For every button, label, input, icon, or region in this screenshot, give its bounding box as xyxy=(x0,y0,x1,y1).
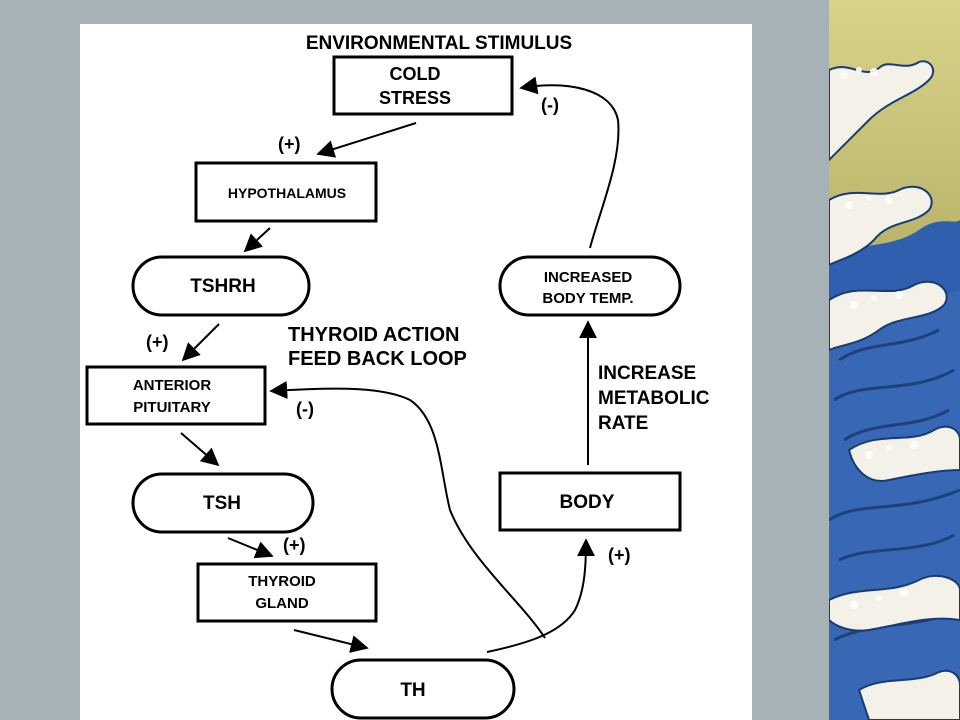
svg-text:FEED BACK LOOP: FEED BACK LOOP xyxy=(288,348,467,370)
node-th: TH xyxy=(330,658,516,720)
arrow-th-to-body xyxy=(486,538,595,653)
arrow-pituitary-to-tsh xyxy=(180,432,220,467)
arrow-tshrh-to-pituitary xyxy=(181,323,220,362)
svg-text:COLD: COLD xyxy=(390,64,441,84)
node-hypothalamus: HYPOTHALAMUS xyxy=(194,161,378,223)
arrow-cold-to-hypothalamus xyxy=(316,122,417,158)
label-plus-th-body: (+) xyxy=(608,545,631,565)
svg-text:TSHRH: TSHRH xyxy=(190,276,255,297)
label-plus-tshrh-pituitary: (+) xyxy=(146,332,169,352)
wave-art-decoration xyxy=(829,0,960,720)
svg-text:HYPOTHALAMUS: HYPOTHALAMUS xyxy=(228,185,346,201)
svg-text:INCREASE: INCREASE xyxy=(598,363,696,384)
svg-text:BODY: BODY xyxy=(560,492,615,513)
environmental-stimulus-title: ENVIRONMENTAL STIMULUS xyxy=(306,33,572,54)
arrow-hypothalamus-to-tshrh xyxy=(243,227,271,253)
svg-text:RATE: RATE xyxy=(598,413,648,434)
node-tsh: TSH xyxy=(131,472,315,534)
node-anterior-pituitary: ANTERIOR PITUITARY xyxy=(85,365,267,426)
svg-text:PITUITARY: PITUITARY xyxy=(133,399,211,416)
svg-text:BODY TEMP.: BODY TEMP. xyxy=(542,290,633,307)
svg-text:ANTERIOR: ANTERIOR xyxy=(133,377,212,394)
node-increased-body-temp: INCREASED BODY TEMP. xyxy=(498,255,682,317)
arrow-temp-to-cold xyxy=(519,76,620,249)
svg-text:METABOLIC: METABOLIC xyxy=(598,388,710,409)
svg-text:INCREASED: INCREASED xyxy=(544,269,633,286)
label-minus-th-pituitary: (-) xyxy=(296,399,314,419)
svg-text:THYROID: THYROID xyxy=(248,573,316,590)
node-body: BODY xyxy=(498,471,682,532)
label-plus-cold-hypothalamus: (+) xyxy=(278,134,301,154)
arrow-tsh-to-thyroid xyxy=(227,537,274,559)
node-tshrh: TSHRH xyxy=(131,255,311,317)
svg-text:STRESS: STRESS xyxy=(379,88,451,108)
svg-text:THYROID ACTION: THYROID ACTION xyxy=(288,324,459,346)
node-thyroid-gland: THYROID GLAND xyxy=(196,562,378,623)
node-cold-stress: COLD STRESS xyxy=(332,55,514,116)
metabolic-rate-label: INCREASE METABOLIC RATE xyxy=(598,363,710,434)
diagram-title: THYROID ACTION FEED BACK LOOP xyxy=(288,324,467,370)
label-plus-tsh-thyroid: (+) xyxy=(283,535,306,555)
label-minus-temp-cold: (-) xyxy=(541,95,559,115)
svg-text:GLAND: GLAND xyxy=(255,595,308,612)
arrow-th-to-pituitary xyxy=(269,381,546,639)
arrow-thyroid-to-th xyxy=(293,629,369,653)
svg-text:TSH: TSH xyxy=(203,493,241,514)
svg-text:TH: TH xyxy=(400,680,425,701)
